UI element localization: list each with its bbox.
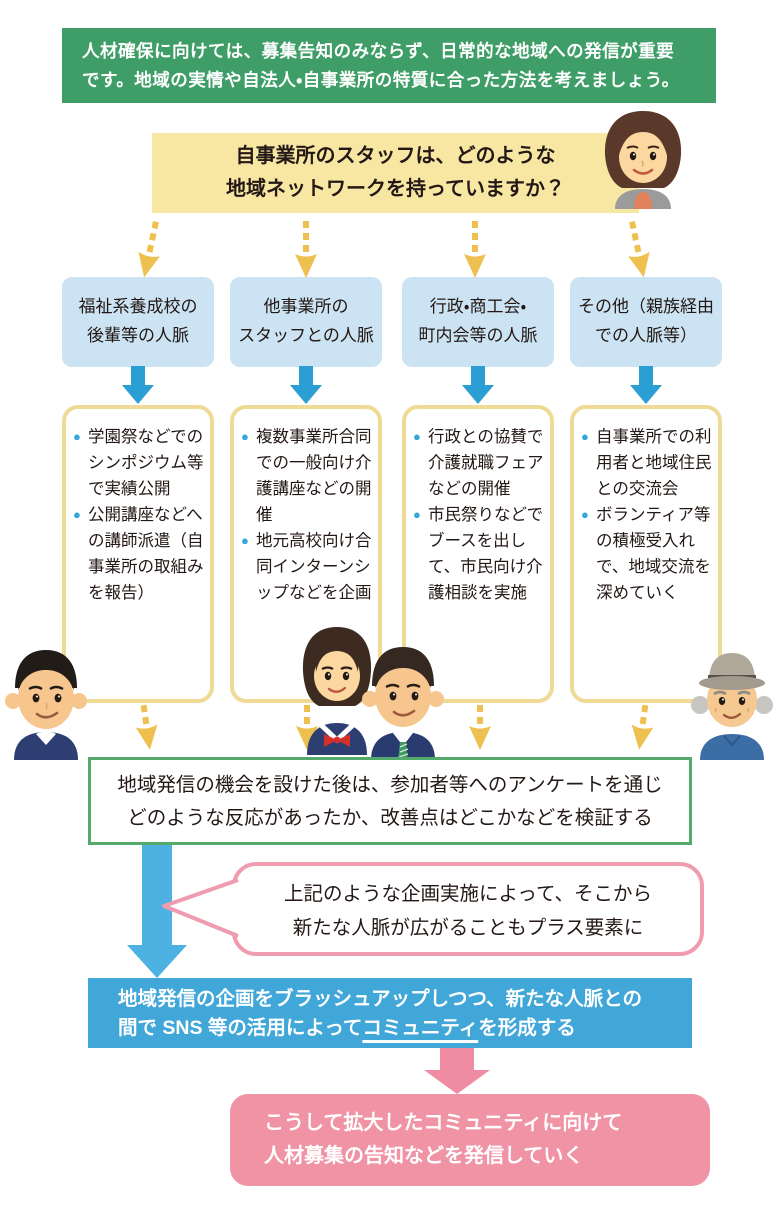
man-avatar <box>5 650 87 760</box>
community-line2: 間で SNS 等の活用によってコミュニティを形成する <box>118 1017 576 1039</box>
list-item: ●学園祭などでのシンポジウム等で実績公開 <box>73 424 205 502</box>
verify-line2: どのような反応があったか、改善点はどこかなどを検証する <box>127 807 653 829</box>
businessman-avatar <box>362 647 444 760</box>
network-label: での人脈等） <box>595 326 697 345</box>
verify-line1: 地域発信の機会を設けた後は、参加者等へのアンケートを通じ <box>117 774 663 796</box>
list-item: ●自事業所での利用者と地域住民との交流会 <box>581 424 713 502</box>
bullet-icon: ● <box>413 507 421 522</box>
network-box-government: 行政・商工会・ 町内会等の人脈 <box>402 277 554 367</box>
intro-banner-line2: です。地域の実情や自法人・自事業所の特質に合った方法を考えましょう。 <box>82 70 680 90</box>
intro-banner-line1: 人材確保に向けては、募集告知のみならず、日常的な地域への発信が重要 <box>82 41 675 61</box>
list-item: ●公開講座などへの講師派遣（自事業所の取組みを報告） <box>73 502 205 606</box>
bubble-line2: 新たな人脈が広がることもプラス要素に <box>292 917 644 939</box>
community-box: 地域発信の企画をブラッシュアップしつつ、新たな人脈との 間で SNS 等の活用に… <box>88 978 692 1048</box>
list-item: ●ボランティア等の積極受入れで、地域交流を深めていく <box>581 502 713 606</box>
dashed-arrow-icon <box>133 219 167 280</box>
network-box-other: その他（親族経由 での人脈等） <box>570 277 722 367</box>
final-announce-box: こうして拡大したコミュニティに向けて 人材募集の告知などを発信していく <box>230 1094 710 1186</box>
bubble-line1: 上記のような企画実施によって、そこから <box>284 883 652 905</box>
idea-card-school: ●学園祭などでのシンポジウム等で実績公開 ●公開講座などへの講師派遣（自事業所の… <box>62 405 214 703</box>
bullet-icon: ● <box>73 507 81 522</box>
down-arrow-icon <box>290 366 322 404</box>
bullet-icon: ● <box>241 533 249 548</box>
network-label: その他（親族経由 <box>578 297 714 316</box>
network-label: 行政・商工会・ <box>429 297 527 316</box>
woman-avatar <box>604 111 682 209</box>
network-label: 町内会等の人脈 <box>418 326 538 345</box>
network-label: 他事業所の <box>263 297 349 316</box>
intro-banner: 人材確保に向けては、募集告知のみならず、日常的な地域への発信が重要 です。地域の… <box>62 28 716 103</box>
network-box-other-offices: 他事業所の スタッフとの人脈 <box>230 277 382 367</box>
speech-bubble-tail-icon <box>162 878 239 938</box>
network-label: スタッフとの人脈 <box>238 326 374 345</box>
question-line1: 自事業所のスタッフは、どのような <box>235 145 556 167</box>
dashed-arrow-icon <box>295 221 317 278</box>
bullet-icon: ● <box>413 429 421 444</box>
list-item: ●地元高校向け合同インターンシップなどを企画 <box>241 528 373 606</box>
verify-box: 地域発信の機会を設けた後は、参加者等へのアンケートを通じ どのような反応があった… <box>88 757 692 845</box>
list-item: ●行政との協賛で介護就職フェアなどの開催 <box>413 424 545 502</box>
list-item: ●市民祭りなどでブースを出して、市民向け介護相談を実施 <box>413 502 545 606</box>
down-arrow-icon <box>630 366 662 404</box>
bullet-icon: ● <box>581 429 589 444</box>
bullet-icon: ● <box>73 429 81 444</box>
down-arrow-icon <box>122 366 154 404</box>
network-label: 後輩等の人脈 <box>87 326 189 345</box>
schoolgirl-avatar <box>302 627 372 755</box>
dashed-arrow-icon <box>621 219 655 280</box>
idea-card-government: ●行政との協賛で介護就職フェアなどの開催 ●市民祭りなどでブースを出して、市民向… <box>402 405 554 703</box>
network-label: 福祉系養成校の <box>78 297 198 316</box>
idea-card-other: ●自事業所での利用者と地域住民との交流会 ●ボランティア等の積極受入れで、地域交… <box>570 405 722 703</box>
down-arrow-icon <box>462 366 494 404</box>
pink-down-arrow-icon <box>424 1048 490 1094</box>
bullet-icon: ● <box>581 507 589 522</box>
big-down-arrow-icon <box>127 845 187 978</box>
final-line2: 人材募集の告知などを発信していく <box>264 1145 584 1167</box>
speech-bubble: 上記のような企画実施によって、そこから 新たな人脈が広がることもプラス要素に <box>232 862 704 956</box>
final-line1: こうして拡大したコミュニティに向けて <box>264 1112 623 1134</box>
question-box: 自事業所のスタッフは、どのような 地域ネットワークを持っていますか？ <box>152 133 639 213</box>
dashed-arrow-icon <box>464 221 486 278</box>
bullet-icon: ● <box>241 429 249 444</box>
network-box-school: 福祉系養成校の 後輩等の人脈 <box>62 277 214 367</box>
elderly-man-avatar <box>691 653 773 760</box>
community-keyword: コミュニティ <box>362 1017 479 1039</box>
list-item: ●複数事業所合同での一般向け介護講座などの開催 <box>241 424 373 528</box>
community-line1: 地域発信の企画をブラッシュアップしつつ、新たな人脈との <box>118 988 642 1010</box>
question-line2: 地域ネットワークを持っていますか？ <box>226 178 565 200</box>
